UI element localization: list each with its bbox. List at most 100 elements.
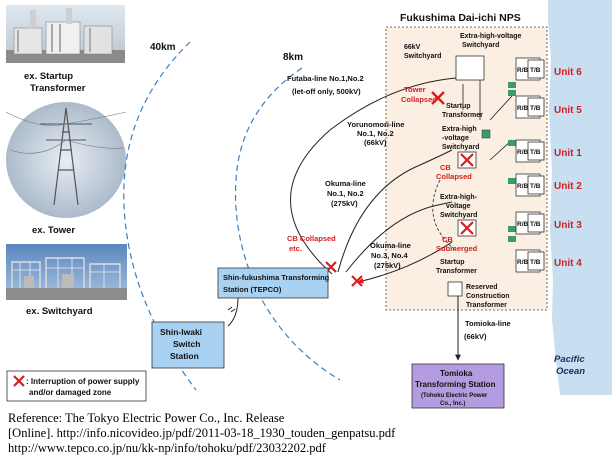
unit-4-buildings: [515, 249, 545, 273]
tomioka-station-sub2: Co., Inc.): [440, 401, 465, 407]
shin-iwaki-station: [151, 321, 225, 369]
unit-6-buildings: [515, 57, 545, 81]
ehv-switchyard-mid-line1: Extra-high: [442, 126, 477, 133]
photo-startup-transformer: [6, 5, 125, 63]
tower-collapsed-mark: [431, 91, 445, 105]
yorunomori-line-label-1: Yorunomori-line: [347, 120, 404, 129]
shin-iwaki-station-line1: Shin-Iwaki: [160, 327, 202, 337]
example-switchyard: ex. Switchyard: [26, 306, 93, 317]
okuma-line-12-label-2: No.1, No.2: [327, 189, 364, 198]
switchyard-66kv-line2: Switchyard: [404, 53, 441, 60]
reference-line-1: Reference: The Tokyo Electric Power Co.,…: [8, 411, 285, 425]
tomioka-station-sub1: (Tohoku Electric Power: [421, 393, 488, 399]
tb-label-u3: T/B: [530, 221, 541, 228]
ehv-switchyard-top-line1: Extra-high-voltage: [460, 33, 522, 40]
unit-2-label: Unit 2: [554, 181, 582, 192]
rb-label-u1: R/B: [517, 149, 529, 156]
tb-label-u6: T/B: [530, 67, 541, 74]
okuma-line-12-label-3: (275kV): [331, 199, 358, 208]
unit-5-buildings: [515, 95, 545, 119]
tb-label-u4: T/B: [530, 259, 541, 266]
shin-iwaki-station-line2: Switch: [173, 339, 200, 349]
cb-collapsed-etc-line1: CB Collapsed: [287, 234, 336, 243]
reserved-transformer-line1: Reserved: [466, 284, 498, 291]
example-tower: ex. Tower: [32, 225, 75, 236]
cb-submerged-line2: Submerged: [436, 244, 478, 253]
ehv-switchyard-mid-box: [481, 129, 491, 139]
reserved-transformer-box: [447, 281, 463, 297]
example-startup-transformer-line2: Transformer: [30, 83, 86, 94]
ehv-switchyard-mid-line2: -voltage: [442, 135, 469, 142]
rb-label-u5: R/B: [517, 105, 529, 112]
cb-submerged-line1: CB: [442, 235, 453, 244]
tb-label-u1: T/B: [530, 149, 541, 156]
photo-tower: [5, 102, 127, 218]
unit-6-label: Unit 6: [554, 67, 582, 78]
shin-fukushima-station-line1: Shin-fukushima Transforming: [223, 273, 330, 282]
unit-1-label: Unit 1: [554, 148, 582, 159]
cb-collapsed-mark: [460, 153, 474, 167]
reserved-transformer-line3: Transformer: [466, 302, 507, 309]
rb-label-u4: R/B: [517, 259, 529, 266]
okuma-line-12-label-1: Okuma-line: [325, 179, 366, 188]
tomioka-line-kv: (66kV): [464, 332, 487, 341]
transformer-green-2: [508, 90, 516, 96]
tomioka-station-line1: Tomioka: [440, 369, 473, 378]
reserved-transformer-line2: Construction: [466, 293, 510, 300]
transformer-green-1: [508, 82, 516, 88]
ehv-switchyard-low-line1: Extra-high-: [440, 194, 478, 201]
futaba-line-label-1: Futaba-line No.1,No.2: [287, 74, 364, 83]
unit-5-label: Unit 5: [554, 105, 582, 116]
tb-label-u2: T/B: [530, 183, 541, 190]
okuma-line-34: [357, 241, 453, 284]
cb-collapsed-line1: CB: [440, 163, 451, 172]
distance-8km: 8km: [283, 52, 303, 63]
ehv-switchyard-low-line3: Switchyard: [440, 212, 477, 219]
switchyard-66kv-line1: 66kV: [404, 44, 421, 51]
tower-collapsed-line2: Collapsed: [401, 95, 437, 104]
reference-line-3[interactable]: http://www.tepco.co.jp/nu/kk-np/info/toh…: [8, 441, 326, 455]
distance-40km: 40km: [150, 42, 176, 53]
unit-3-buildings: [515, 211, 545, 235]
cb-collapsed-line2: Collapsed: [436, 172, 472, 181]
tomioka-line-label: Tomioka-line: [465, 319, 511, 328]
startup-transformer-low-line1: Startup: [440, 259, 465, 266]
futaba-line: [290, 77, 457, 275]
example-startup-transformer-line1: ex. Startup: [24, 71, 73, 82]
startup-transformer-top-line1: Startup: [446, 103, 471, 110]
unit-1-buildings: [515, 139, 545, 163]
ehv-switchyard-low-line2: voltage: [446, 203, 471, 210]
transformer-green-3: [508, 140, 516, 146]
transformer-green-4: [508, 178, 516, 184]
unit-2-buildings: [515, 173, 545, 197]
yorunomori-line: [337, 149, 453, 273]
shin-fukushima-station: [217, 267, 329, 299]
startup-transformer-low-line2: Transformer: [436, 268, 477, 275]
legend-line2: and/or damaged zone: [29, 388, 112, 397]
tomioka-station-line2: Transforming Station: [415, 380, 496, 389]
yorunomori-line-label-2: No.1, No.2: [357, 129, 394, 138]
okuma-line-34-label-3: (275kV): [374, 261, 401, 270]
legend-x-icon: [13, 375, 25, 387]
vertical-link-top: [462, 62, 513, 161]
rb-label-u2: R/B: [517, 183, 529, 190]
cb-collapsed-etc-line2: etc.: [289, 244, 302, 253]
switchyard-66kv-box: [455, 55, 485, 81]
okuma-line-34-label-2: No.3, No.4: [371, 251, 409, 260]
plant-title: Fukushima Dai-ichi NPS: [400, 12, 521, 24]
arc-40km: [123, 41, 197, 391]
tb-label-u5: T/B: [530, 105, 541, 112]
cb-submerged-mark: [460, 221, 474, 235]
okuma-line-34-label-1: Okuma-line: [370, 241, 411, 250]
sea-area: [548, 0, 612, 395]
transformer-green-5: [508, 226, 516, 232]
reference-line-2[interactable]: [Online]. http://info.nicovideo.jp/pdf/2…: [8, 426, 396, 440]
tomioka-station: [411, 363, 505, 409]
unit-4-label: Unit 4: [554, 258, 582, 269]
rb-label-u6: R/B: [517, 67, 529, 74]
legend-box: [6, 370, 147, 402]
shin-fukushima-station-line2: Station (TEPCO): [223, 285, 282, 294]
ehv-switchyard-top-line2: Switchyard: [462, 42, 499, 49]
ocean-label-line1: Pacific: [554, 354, 585, 365]
